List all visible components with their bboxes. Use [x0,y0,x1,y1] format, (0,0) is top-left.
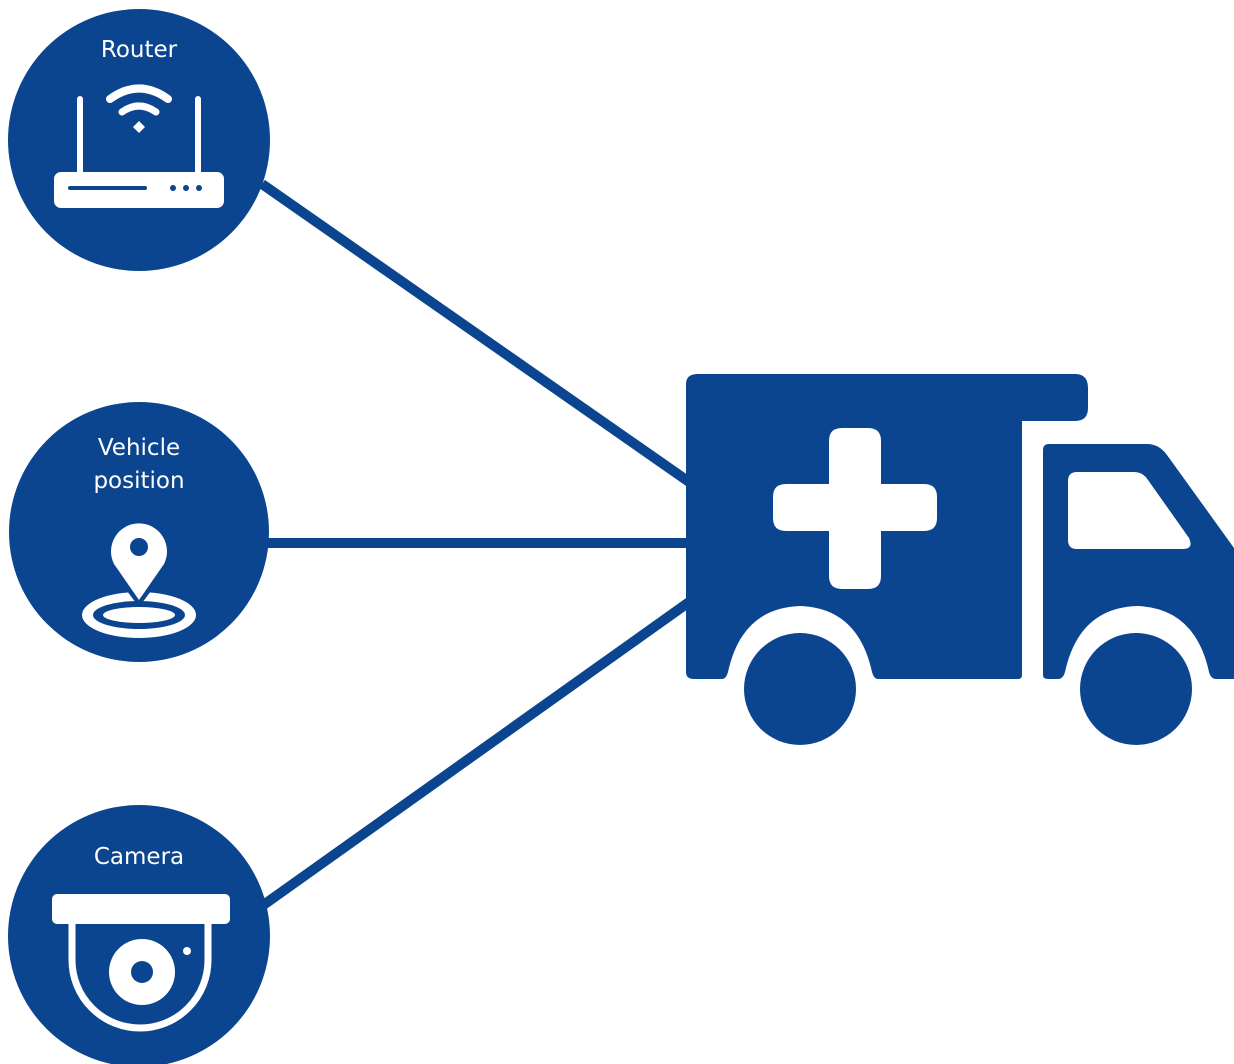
ambulance-icon [686,374,1234,745]
wifi-router-icon [54,84,224,208]
vehicle-position-node: Vehicle position [9,402,269,662]
medical-cross-icon [773,428,937,589]
camera-node: Camera [8,805,270,1064]
vehicle-position-label-line1: Vehicle [98,435,180,461]
router-label: Router [101,37,178,63]
rear-wheel [744,633,856,745]
vehicle-position-label-line2: position [93,468,184,494]
router-node: Router [8,9,270,271]
ambulance-window [1068,472,1191,549]
camera-node-circle [8,805,270,1064]
camera-label: Camera [94,844,184,870]
camera-connector-line [259,595,695,911]
router-connector-line [259,179,695,489]
dome-camera-icon [52,894,230,1032]
map-pin-icon [82,520,196,638]
front-wheel [1080,633,1192,745]
connectors [259,179,695,911]
